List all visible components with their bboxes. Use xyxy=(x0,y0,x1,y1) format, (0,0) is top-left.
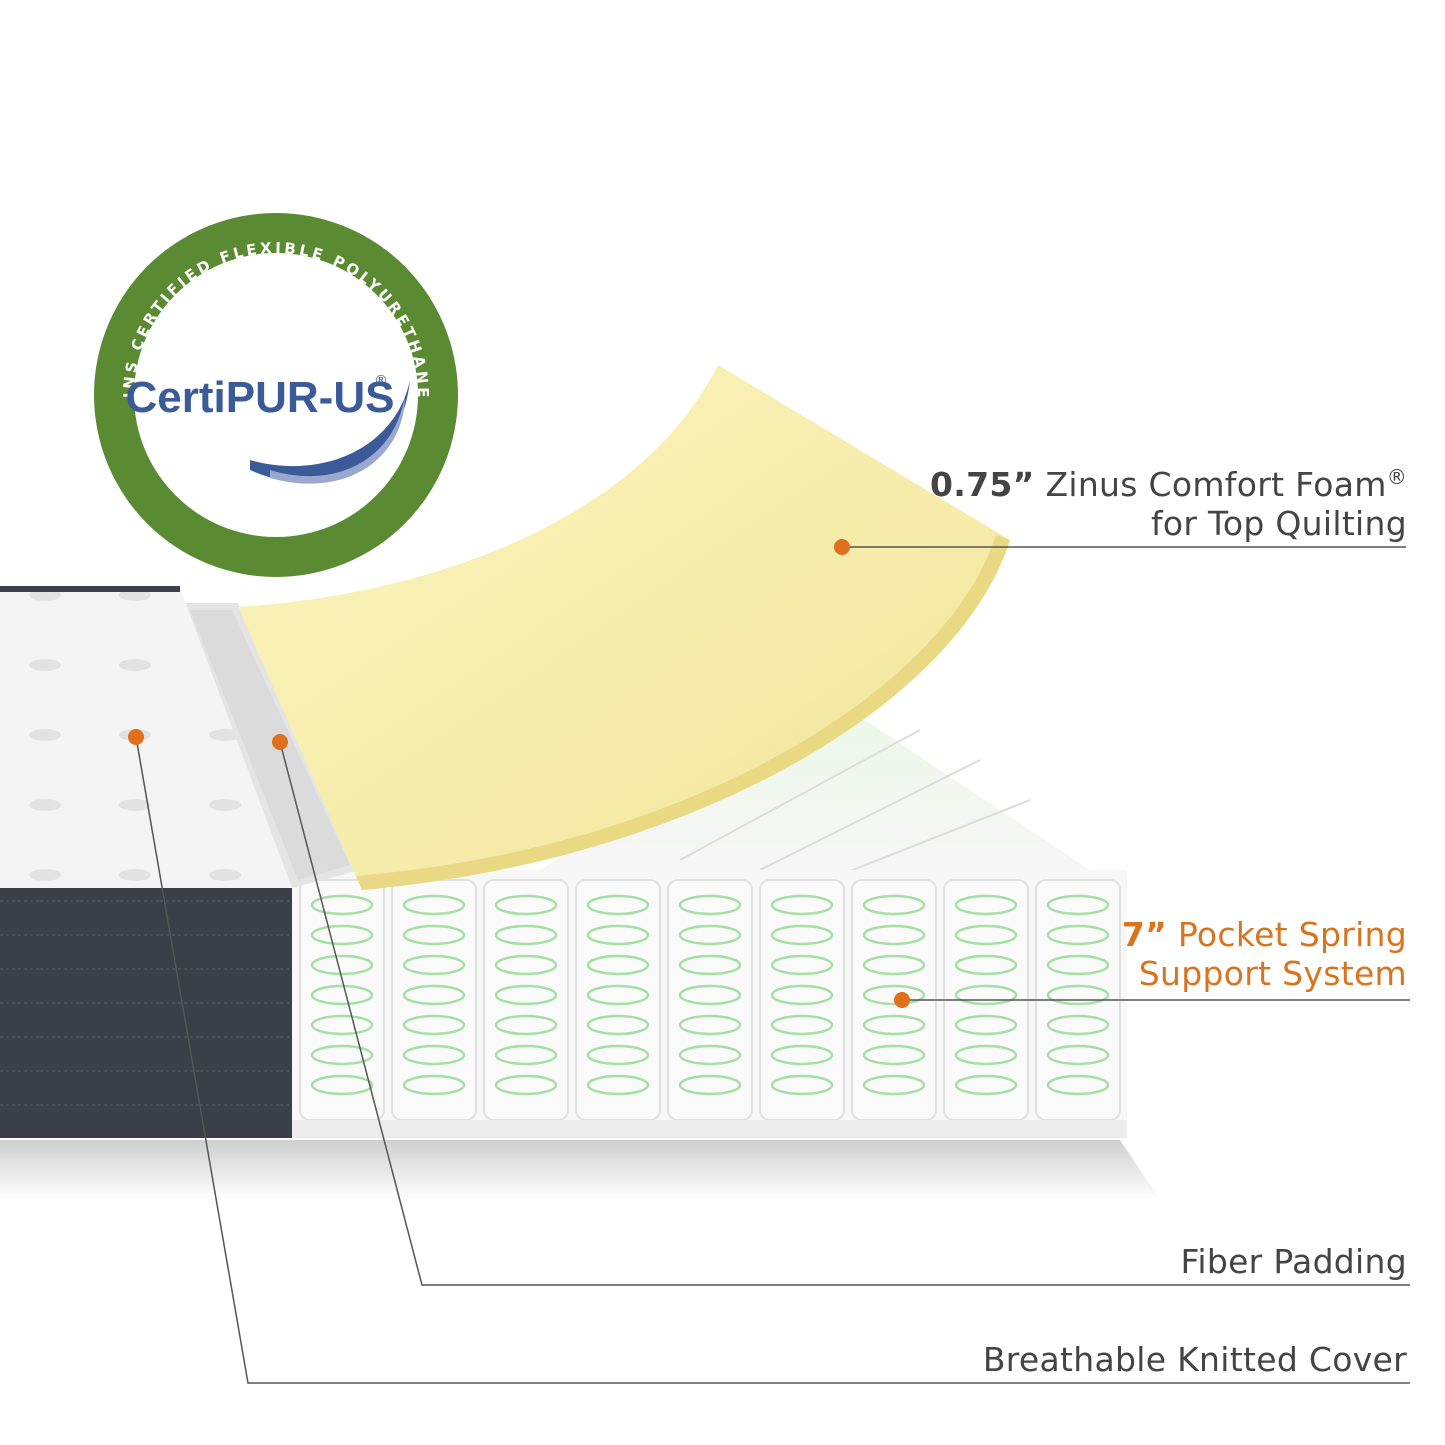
pocket-spring-block xyxy=(292,870,1127,1138)
dot-comfort-foam xyxy=(834,539,850,555)
spring-pocket xyxy=(575,879,661,1121)
dot-knitted-cover xyxy=(128,729,144,745)
dot-fiber-padding xyxy=(272,734,288,750)
comfort-foam-registered: ® xyxy=(1386,465,1407,489)
knitted-cover-side xyxy=(0,888,292,1138)
comfort-foam-layer xyxy=(238,365,1010,890)
pocket-spring-name: Pocket Spring xyxy=(1167,915,1407,954)
seal-registered-mark: ® xyxy=(374,373,388,389)
comfort-foam-thickness: 0.75” xyxy=(930,465,1035,504)
spring-pocket xyxy=(483,879,569,1121)
spring-pocket xyxy=(667,879,753,1121)
comfort-foam-desc: for Top Quilting xyxy=(1150,504,1407,543)
callout-comfort-foam: 0.75” Zinus Comfort Foam® for Top Quilti… xyxy=(930,458,1407,543)
knitted-cover-top xyxy=(0,588,292,888)
callout-knitted-cover: Breathable Knitted Cover xyxy=(982,1340,1407,1379)
dot-pocket-spring xyxy=(894,992,910,1008)
seal-brand-text: CertiPUR-US xyxy=(126,373,395,422)
pocket-spring-thickness: 7” xyxy=(1121,915,1168,954)
spring-pocket xyxy=(759,879,845,1121)
pocket-spring-desc: Support System xyxy=(1138,954,1407,993)
spring-pocket xyxy=(299,879,385,1121)
callout-dots xyxy=(128,539,910,1008)
comfort-foam-name: Zinus Comfort Foam xyxy=(1034,465,1387,504)
callout-fiber-padding: Fiber Padding xyxy=(1180,1242,1407,1281)
certipur-us-seal: CONTAINS CERTIFIED FLEXIBLE POLYURETHANE… xyxy=(0,0,458,577)
floor-shadow xyxy=(0,1140,1160,1200)
leader-lines xyxy=(135,546,1410,1384)
spring-pocket xyxy=(391,879,477,1121)
callout-pocket-spring: 7” Pocket Spring Support System xyxy=(1122,915,1407,993)
